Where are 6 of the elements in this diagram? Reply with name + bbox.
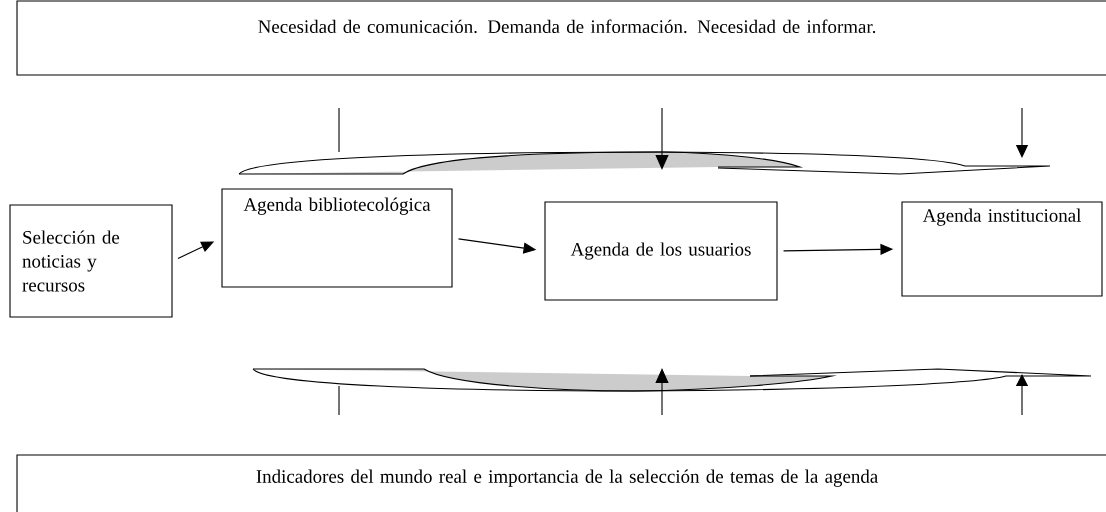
text-box: Agenda bibliotecológica xyxy=(221,188,453,288)
text-box: Indicadores del mundo real e importancia de la selección de temas de la agenda xyxy=(16,454,1106,512)
text-box: Agenda de los usuarios xyxy=(544,201,778,301)
text-box: Necesidad de comunicación. Demanda de información. Necesidad de informar. xyxy=(16,0,1106,76)
text-box: Selección de noticias y recursos xyxy=(9,204,173,318)
text-box: Agenda institucional xyxy=(901,201,1103,297)
